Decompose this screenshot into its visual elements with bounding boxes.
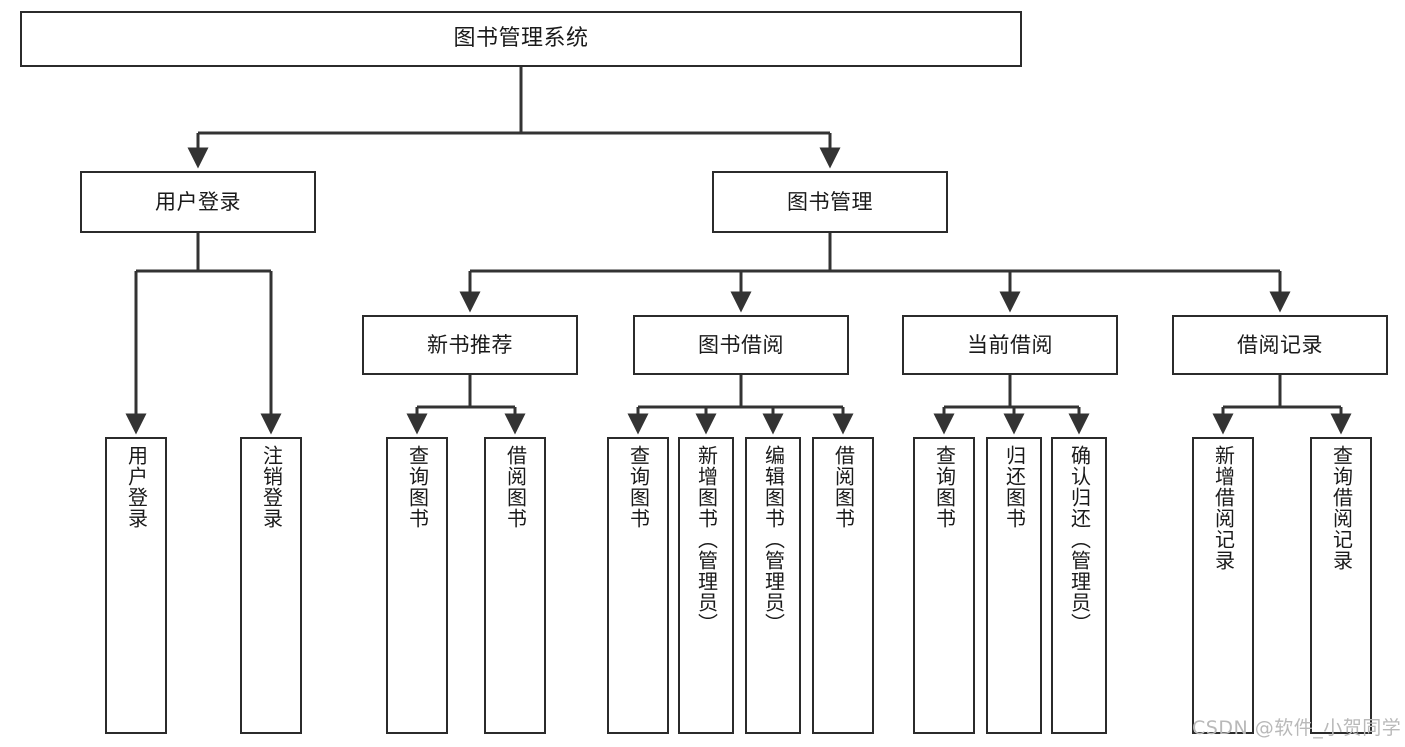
node-user-login-label: 用户登录 bbox=[155, 189, 241, 214]
node-leaf-query-book-2-label: 查询图书 bbox=[626, 445, 651, 529]
node-leaf-confirm-return-label: 确认归还（管理员） bbox=[1067, 445, 1092, 634]
node-user-login[interactable]: 用户登录 bbox=[80, 171, 316, 233]
node-book-manage-label: 图书管理 bbox=[787, 189, 873, 214]
node-current-borrow[interactable]: 当前借阅 bbox=[902, 315, 1118, 375]
node-leaf-query-record-label: 查询借阅记录 bbox=[1329, 445, 1354, 571]
node-leaf-query-book-1[interactable]: 查询图书 bbox=[386, 437, 448, 734]
node-leaf-query-book-3-label: 查询图书 bbox=[932, 445, 957, 529]
node-leaf-query-book-3[interactable]: 查询图书 bbox=[913, 437, 975, 734]
node-leaf-return-book-label: 归还图书 bbox=[1002, 445, 1027, 529]
node-leaf-confirm-return[interactable]: 确认归还（管理员） bbox=[1051, 437, 1107, 734]
node-borrow-record[interactable]: 借阅记录 bbox=[1172, 315, 1388, 375]
node-leaf-edit-book-label: 编辑图书（管理员） bbox=[761, 445, 786, 634]
node-leaf-add-book-label: 新增图书（管理员） bbox=[694, 445, 719, 634]
node-leaf-add-record[interactable]: 新增借阅记录 bbox=[1192, 437, 1254, 734]
node-leaf-user-login-label: 用户登录 bbox=[124, 445, 149, 529]
node-leaf-query-record[interactable]: 查询借阅记录 bbox=[1310, 437, 1372, 734]
node-leaf-borrow-book-1[interactable]: 借阅图书 bbox=[484, 437, 546, 734]
csdn-watermark: CSDN @软件_小贺同学 bbox=[1192, 717, 1402, 739]
node-root-system[interactable]: 图书管理系统 bbox=[20, 11, 1022, 67]
node-leaf-return-book[interactable]: 归还图书 bbox=[986, 437, 1042, 734]
node-new-book-recommend[interactable]: 新书推荐 bbox=[362, 315, 578, 375]
node-leaf-query-book-1-label: 查询图书 bbox=[405, 445, 430, 529]
node-leaf-borrow-book-2-label: 借阅图书 bbox=[831, 445, 856, 529]
node-borrow-record-label: 借阅记录 bbox=[1237, 332, 1323, 357]
node-leaf-borrow-book-1-label: 借阅图书 bbox=[503, 445, 528, 529]
node-book-borrow-label: 图书借阅 bbox=[698, 332, 784, 357]
node-leaf-user-logout[interactable]: 注销登录 bbox=[240, 437, 302, 734]
node-leaf-query-book-2[interactable]: 查询图书 bbox=[607, 437, 669, 734]
node-leaf-user-logout-label: 注销登录 bbox=[259, 445, 284, 529]
node-leaf-add-book[interactable]: 新增图书（管理员） bbox=[678, 437, 734, 734]
node-new-book-recommend-label: 新书推荐 bbox=[427, 332, 513, 357]
node-leaf-borrow-book-2[interactable]: 借阅图书 bbox=[812, 437, 874, 734]
node-leaf-edit-book[interactable]: 编辑图书（管理员） bbox=[745, 437, 801, 734]
node-book-manage[interactable]: 图书管理 bbox=[712, 171, 948, 233]
node-current-borrow-label: 当前借阅 bbox=[967, 332, 1053, 357]
node-book-borrow[interactable]: 图书借阅 bbox=[633, 315, 849, 375]
node-leaf-user-login[interactable]: 用户登录 bbox=[105, 437, 167, 734]
node-leaf-add-record-label: 新增借阅记录 bbox=[1211, 445, 1236, 571]
node-root-label: 图书管理系统 bbox=[453, 26, 589, 52]
